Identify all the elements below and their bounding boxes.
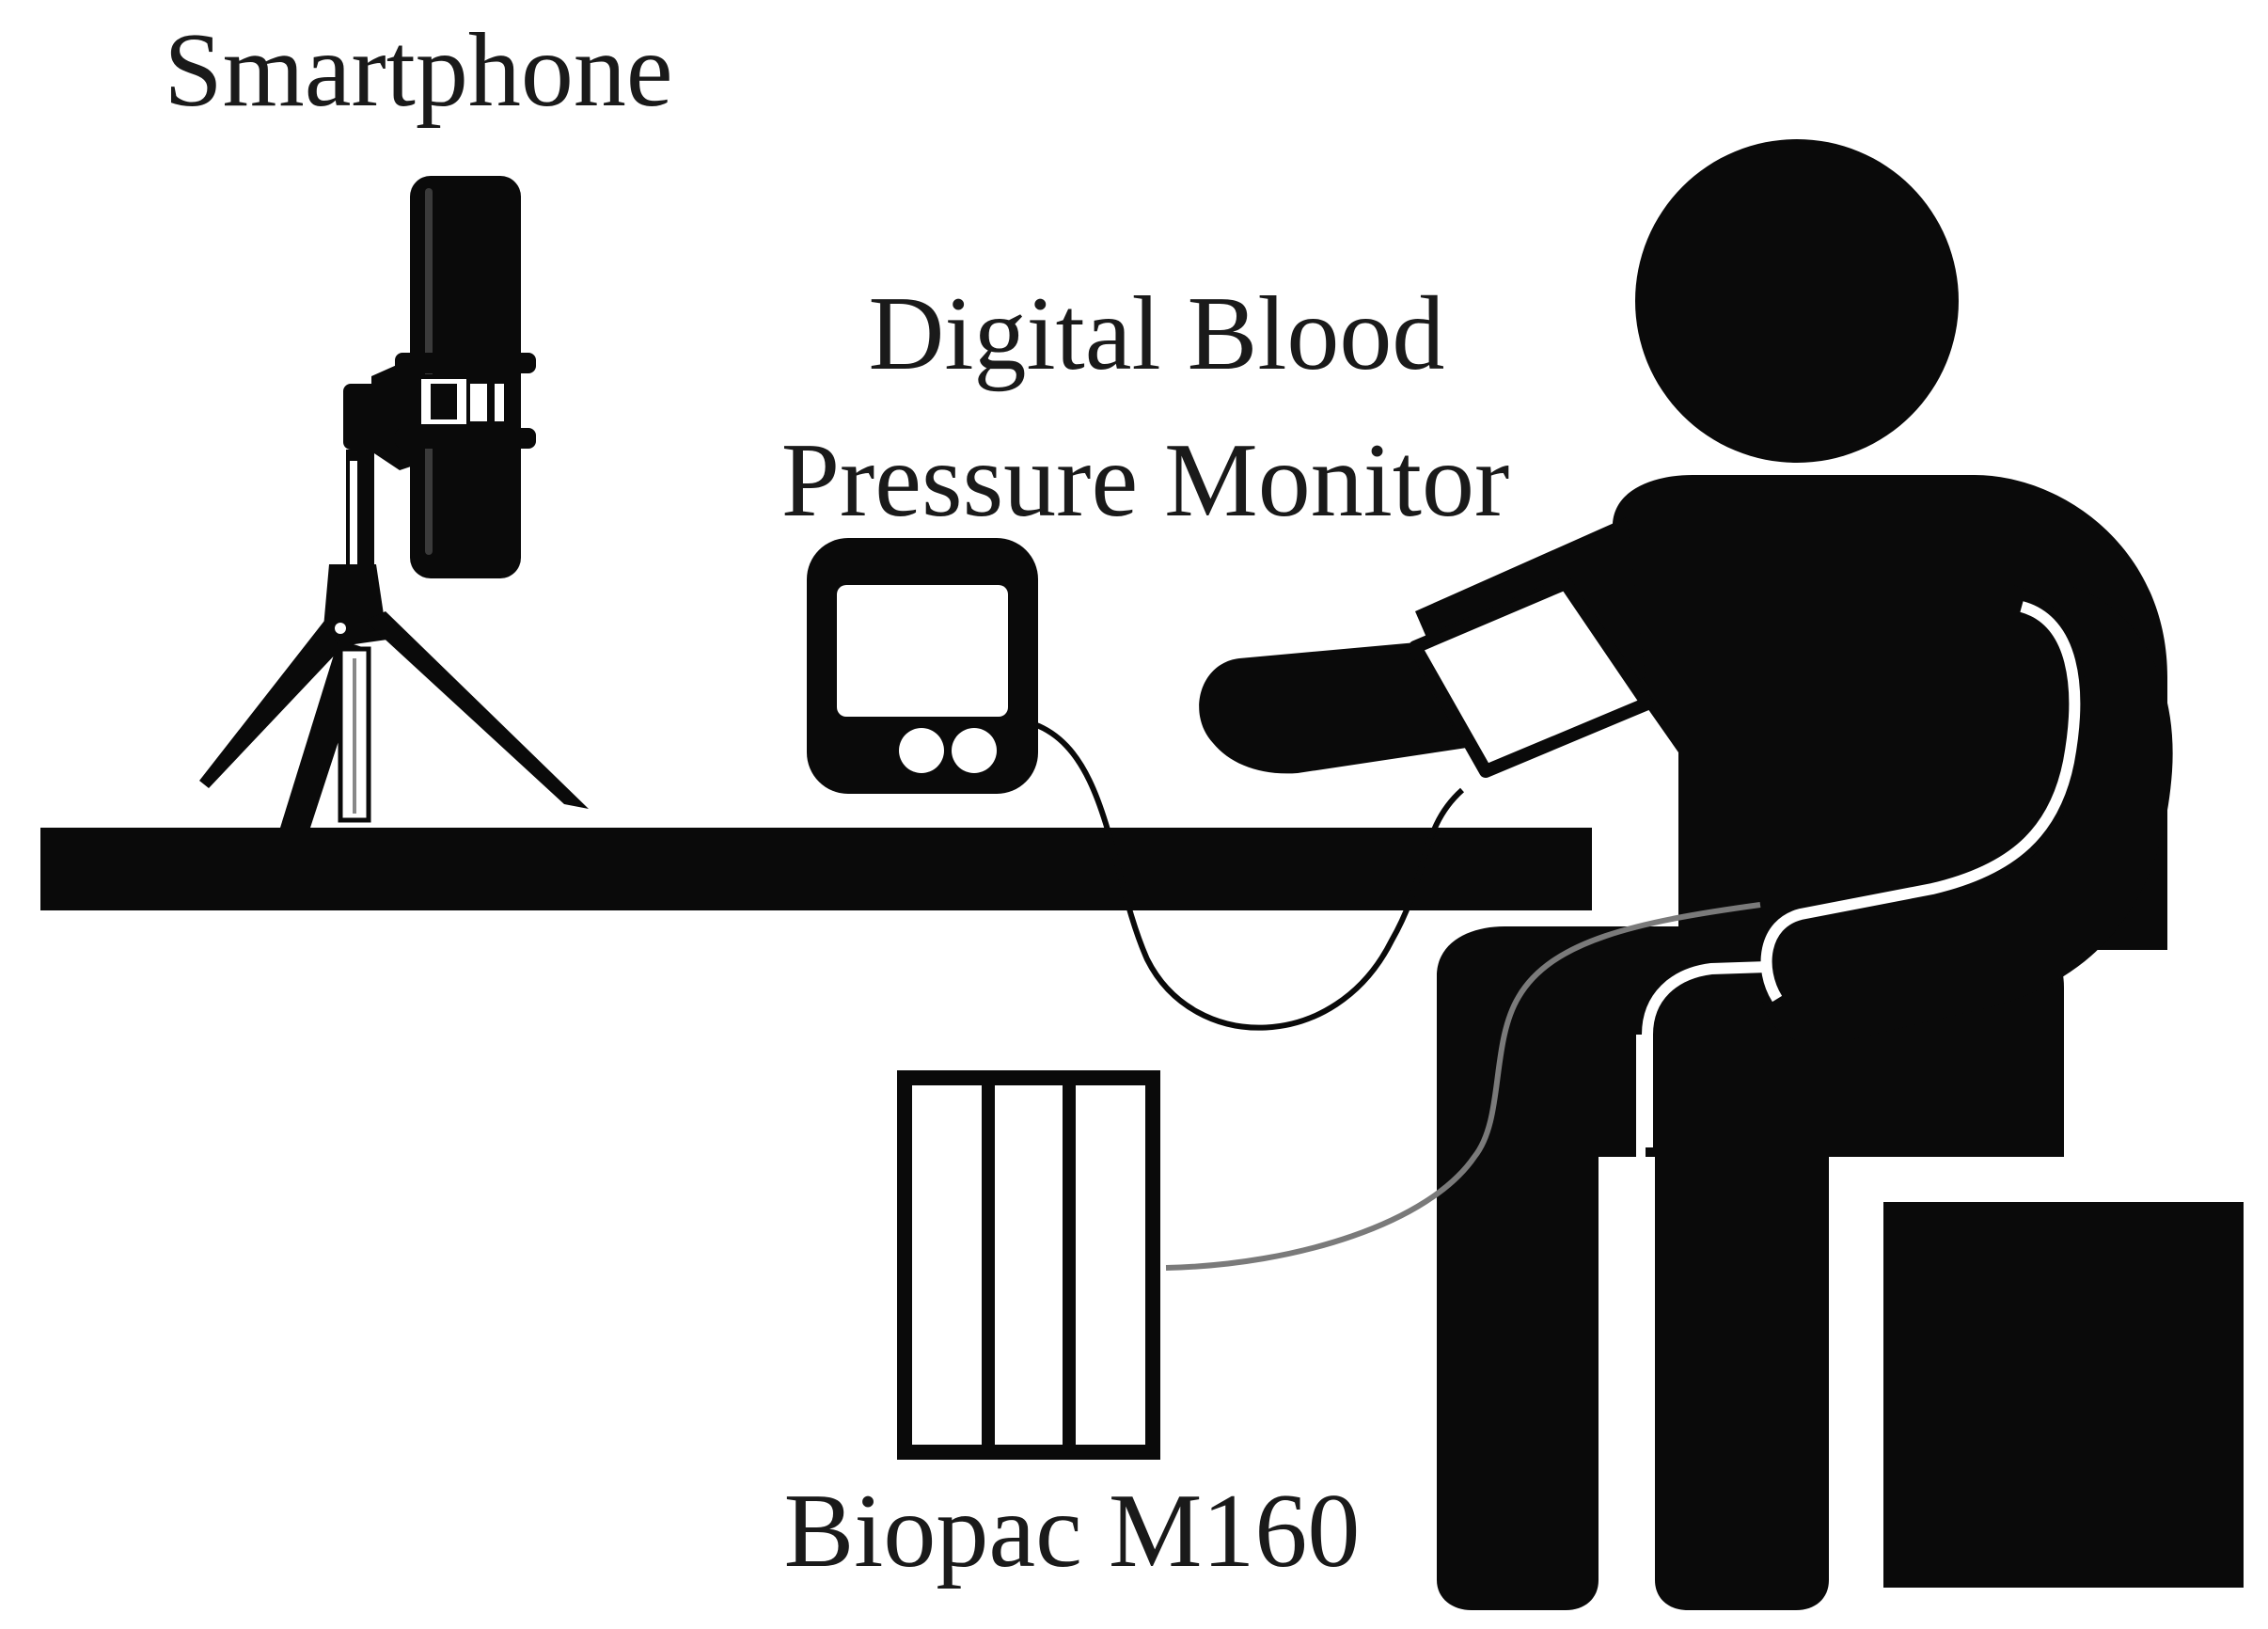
biopac-label: Biopac M160	[784, 1473, 1361, 1589]
blood-pressure-monitor-icon	[807, 538, 1038, 794]
table-icon	[40, 828, 1592, 910]
monitor-label-line2: Pressure Monitor	[781, 422, 1510, 539]
monitor-label-line1: Digital Blood	[869, 276, 1445, 392]
stool-icon	[1883, 1202, 2244, 1588]
biopac-unit-icon	[897, 1070, 1160, 1460]
biopac-cable	[1165, 902, 1761, 1271]
smartphone-icon	[395, 176, 536, 578]
seated-person-icon	[1199, 139, 2173, 1613]
smartphone-label: Smartphone	[164, 12, 672, 129]
tripod-icon	[199, 357, 589, 828]
monitor-cable	[1032, 721, 1464, 1031]
blood-pressure-cuff-icon	[1409, 577, 1654, 778]
